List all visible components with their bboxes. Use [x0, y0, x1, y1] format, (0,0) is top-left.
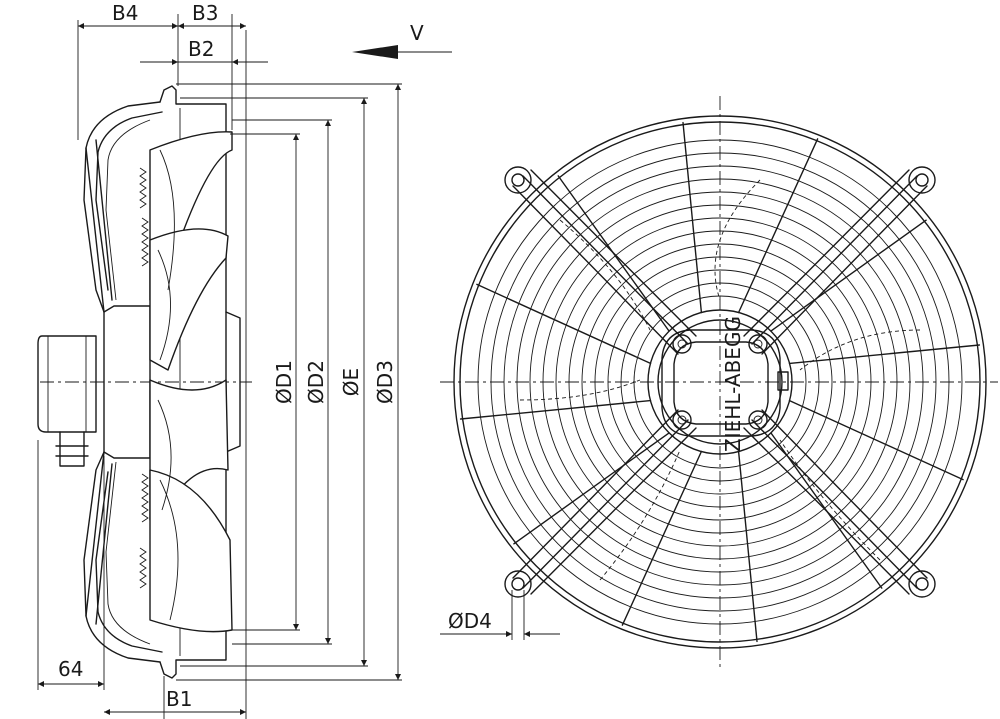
guard-radial-rod: [788, 344, 981, 365]
label-d2: ØD2: [304, 360, 328, 404]
label-b3: B3: [192, 1, 218, 25]
guard-radial-rod: [459, 399, 652, 420]
hub-cap: [225, 311, 241, 453]
guard-radial-rod: [737, 450, 758, 643]
label-64: 64: [58, 657, 83, 681]
motor-outer: [647, 309, 793, 455]
guard-ring: [542, 204, 898, 560]
label-b1: B1: [166, 687, 192, 711]
guard-ring: [477, 139, 963, 625]
guard-ring: [607, 269, 833, 495]
guard-radial-rod: [476, 283, 652, 365]
label-view: V: [410, 21, 424, 45]
label-d4: ØD4: [448, 609, 492, 633]
label-d1: ØD1: [272, 360, 296, 404]
side-view: B4 B3 B2 V 64 B1 ØD1 ØD2 ØE ØD3: [37, 1, 452, 719]
guard-ring: [490, 152, 950, 612]
blade-2: [149, 228, 229, 371]
label-b4: B4: [112, 1, 138, 25]
label-b2: B2: [188, 37, 214, 61]
blades: [149, 131, 233, 633]
guard-ring: [555, 217, 885, 547]
mounting-lugs: [504, 166, 936, 598]
guard-ring: [516, 178, 924, 586]
mount-hole-br: [908, 570, 936, 598]
guard-ring: [620, 282, 820, 482]
label-d3: ØD3: [373, 360, 397, 404]
guard-profile-inner2: [105, 119, 151, 645]
blade-serrations: [139, 167, 149, 589]
guard-ring: [594, 256, 846, 508]
terminal-box: [37, 335, 97, 433]
terminal-box-front: [661, 329, 781, 437]
guard-profile: [83, 101, 161, 663]
guard-ring: [581, 243, 859, 521]
mounting-struts: [512, 169, 928, 595]
label-e: ØE: [339, 368, 363, 396]
guard-ring: [503, 165, 937, 599]
front-view: ZIEHL-ABEGG ØD4: [440, 96, 998, 670]
view-arrow-head: [352, 45, 398, 59]
cable-gland: [55, 431, 89, 467]
guard-ring: [529, 191, 911, 573]
mount-hole-tl: [504, 166, 532, 194]
mount-hole-tr: [908, 166, 936, 194]
guard-radial-rod: [737, 138, 819, 314]
mount-hole-bl: [504, 570, 532, 598]
guard-radial-rod: [770, 219, 927, 332]
nameplate: ZIEHL-ABEGG: [721, 316, 745, 452]
guard-radial-rod: [621, 450, 703, 626]
terminal-lug: [777, 371, 789, 391]
blade-4: [149, 469, 233, 633]
guard-outer-ring: [453, 115, 987, 649]
guard-radial-rod: [788, 399, 964, 481]
extension-lines: [37, 14, 402, 719]
guard-profile-inner: [95, 111, 163, 653]
guard-radial-rod: [682, 121, 703, 314]
blades-behind-guard: [519, 179, 921, 581]
guard-radial-rod: [513, 432, 670, 545]
motor-bolts: [672, 334, 768, 430]
guard-ring: [568, 230, 872, 534]
guard-rings: [477, 139, 963, 625]
